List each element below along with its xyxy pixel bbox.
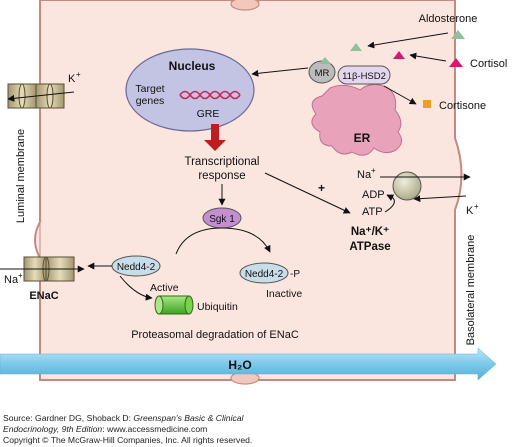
h2o-label: H₂O — [228, 358, 251, 372]
nedd4-2-inactive-label: Nedd4-2 — [245, 269, 284, 280]
target-genes-label-2: genes — [136, 95, 165, 107]
atpase-label-1: Na⁺/K⁺ — [351, 226, 389, 238]
aldosterone-marker — [451, 30, 465, 39]
cortisol-marker — [449, 58, 463, 67]
adp-label: ADP — [362, 189, 385, 201]
nedd-to-ubiquitin-arrow — [119, 275, 153, 301]
transcriptional-response-2: response — [198, 170, 245, 182]
cortisol-marker-mid — [393, 51, 405, 59]
ubiquitin-label: Ubiquitin — [197, 301, 238, 313]
copyright-text: Copyright © The McGraw-Hill Companies, I… — [3, 435, 253, 445]
enac-label: ENaC — [29, 290, 58, 302]
er-label: ER — [354, 131, 371, 145]
plus-sign: + — [318, 181, 325, 195]
source-citation-line-1: Source: Gardner DG, Shoback D: Greenspan… — [3, 413, 243, 423]
ubiquitin-proteasome — [154, 295, 194, 315]
source-title-1: Greenspan's Basic & Clinical — [133, 413, 244, 423]
copyright-line: Copyright © The McGraw-Hill Companies, I… — [3, 435, 252, 445]
nedd-phosphorylation-arrow — [175, 227, 271, 255]
atpase-induction-arrow — [264, 172, 351, 214]
cortisone-label: Cortisone — [439, 100, 486, 112]
transcriptional-response-1: Transcriptional — [185, 156, 260, 168]
aldosterone-marker-mid — [350, 43, 362, 51]
nedd4-2-inactive-node — [239, 262, 289, 284]
na-pump-label: Na — [357, 169, 372, 181]
nedd4-2-active-label: Nedd4-2 — [117, 262, 156, 273]
nucleus — [125, 48, 255, 132]
k-in-arrow — [413, 195, 467, 203]
inactive-label: Inactive — [266, 288, 302, 300]
target-genes-label-1: Target — [135, 83, 164, 95]
nucleus-label: Nucleus — [169, 59, 216, 73]
sgk1-label: Sgk 1 — [209, 214, 235, 225]
k-plus-luminal-label: K — [68, 73, 76, 85]
source-suffix: : www.accessmedicine.com — [102, 424, 208, 434]
k-secretion-arrow — [7, 91, 75, 102]
cortisone-exit-arrow — [383, 85, 417, 105]
na-enac-charge: + — [18, 271, 23, 280]
mr-label: MR — [315, 68, 330, 79]
atp-label: ATP — [362, 206, 383, 218]
hsd2-label: 11β-HSD2 — [342, 71, 386, 82]
hsd2-enzyme — [337, 65, 391, 85]
dna-helix-strand — [179, 90, 241, 100]
phospho-label: -P — [290, 269, 300, 280]
k-pump-charge: + — [474, 202, 479, 211]
na-pump-charge: + — [371, 166, 376, 175]
cortisone-marker — [423, 100, 431, 108]
luminal-k-channel — [7, 83, 65, 109]
source-prefix: Source: Gardner DG, Shoback D: — [3, 413, 134, 423]
na-enac-label: Na — [4, 274, 19, 286]
basolateral-membrane-label: Basolateral membrane — [465, 235, 477, 346]
na-k-atpase-pump — [392, 171, 422, 201]
source-citation-line-2: Endocrinology, 9th Edition: www.accessme… — [3, 424, 207, 434]
k-pump-label: K — [466, 205, 474, 217]
source-title-2: Endocrinology, 9th Edition — [3, 424, 103, 434]
aldosterone-marker-mr — [319, 57, 331, 64]
tight-junction-top — [230, 0, 260, 11]
k-plus-luminal-charge: + — [76, 70, 81, 79]
aldosterone-label: Aldosterone — [419, 13, 478, 25]
proteasomal-degradation-label: Proteasomal degradation of ENaC — [131, 329, 299, 341]
gre-label: GRE — [197, 108, 220, 120]
water-flow-arrow — [0, 347, 497, 381]
aldosterone-entry-arrow — [367, 32, 449, 49]
atp-hydrolysis-arrow — [384, 194, 395, 213]
cortisol-label: Cortisol — [470, 58, 507, 70]
mr-to-nucleus-arrow — [251, 67, 309, 77]
luminal-membrane-label: Luminal membrane — [15, 129, 27, 223]
cortisol-entry-arrow — [409, 52, 447, 62]
gene-expression-arrow — [204, 124, 226, 151]
active-label: Active — [150, 282, 179, 294]
atpase-label-2: ATPase — [349, 241, 390, 253]
